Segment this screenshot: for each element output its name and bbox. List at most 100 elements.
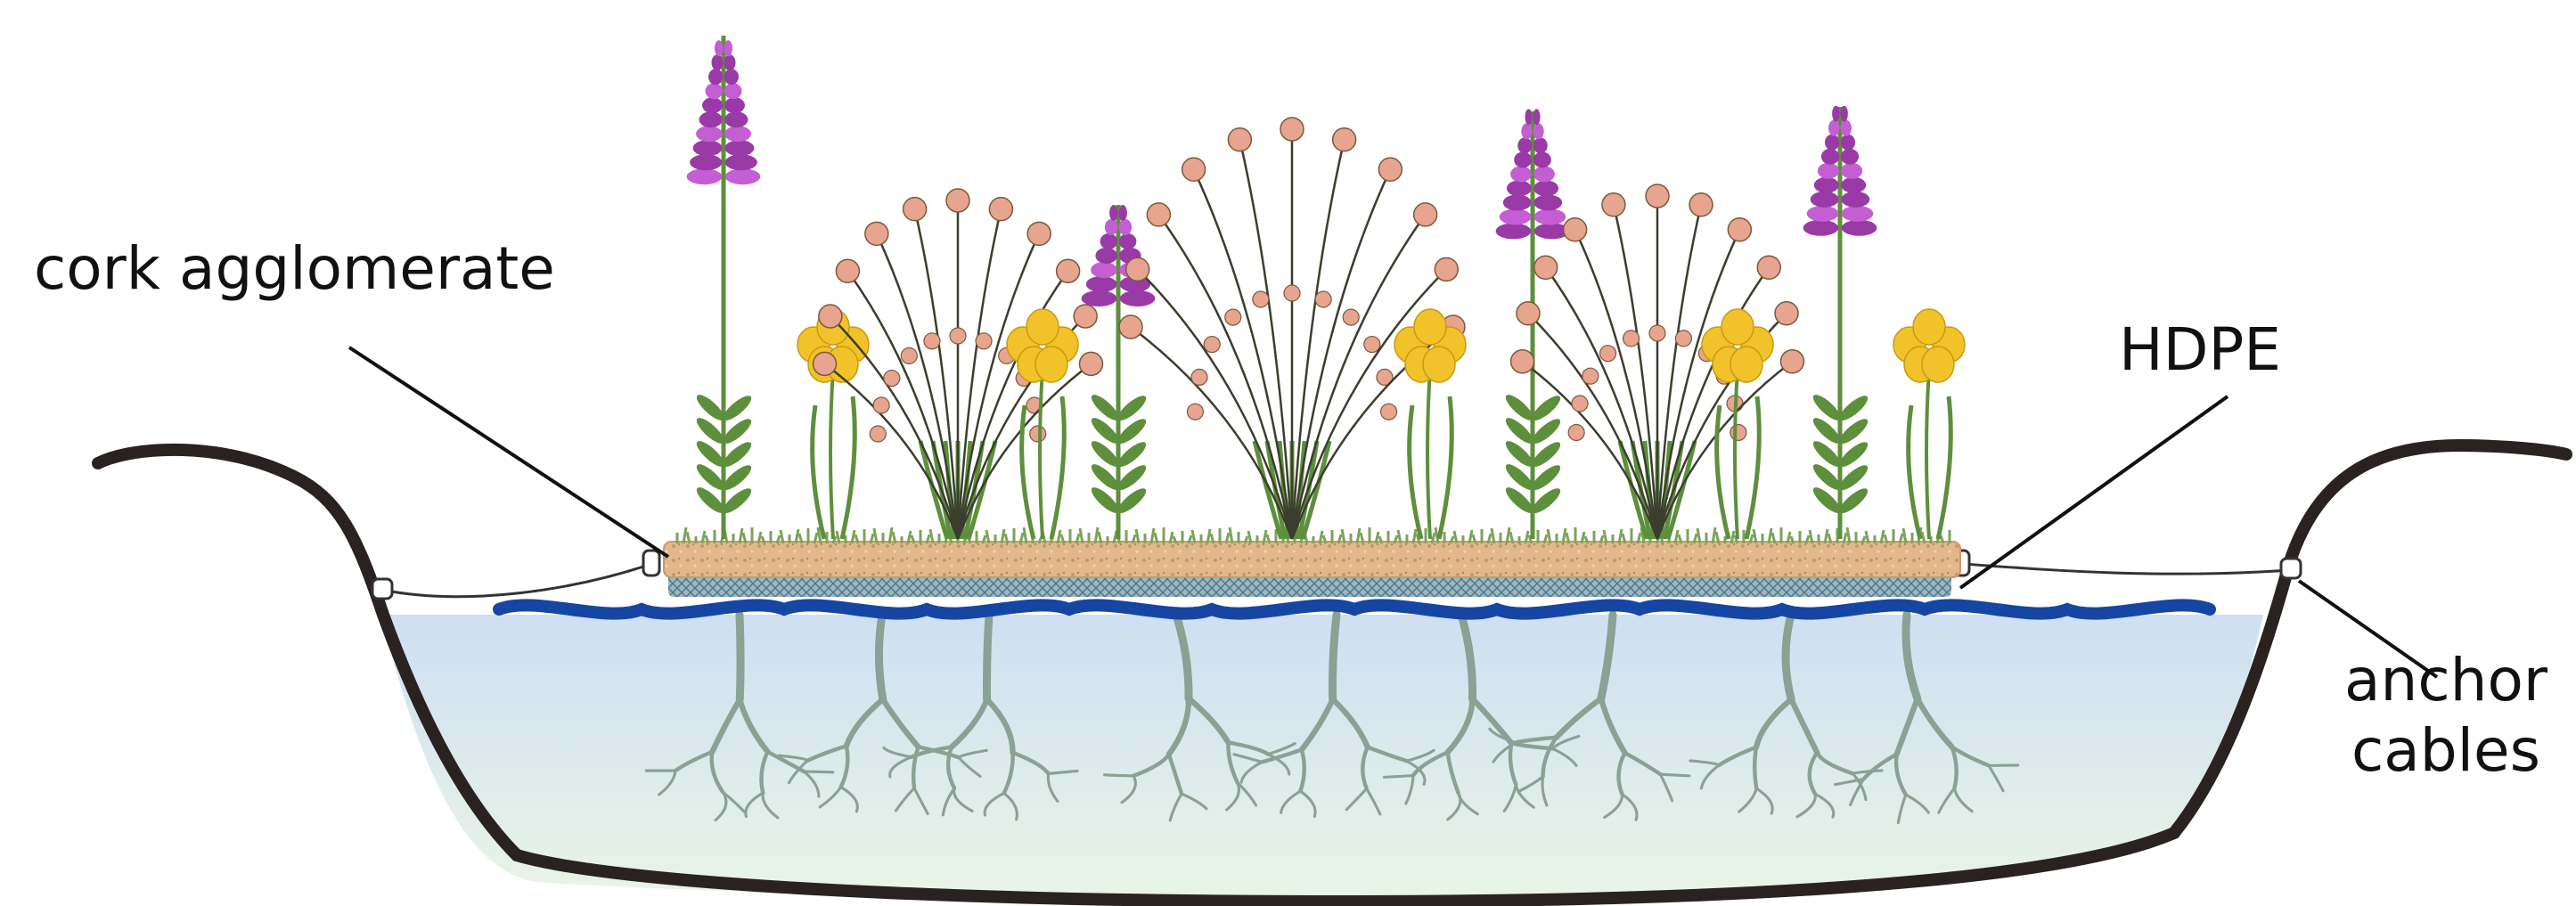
rush-seedhead — [1534, 256, 1558, 279]
lupin-flower — [1841, 120, 1852, 136]
rush-seedhead — [1381, 404, 1397, 420]
lupin-flower — [693, 140, 723, 156]
rush-seedhead — [1780, 350, 1803, 373]
label-hdpe: HDPE — [2119, 314, 2281, 385]
rush-seedhead — [1511, 350, 1534, 373]
lupin-flower — [1840, 106, 1847, 122]
cork-agglomerate-mat — [664, 542, 1960, 577]
rush-seedhead — [1315, 291, 1331, 307]
lupin-flower — [725, 168, 761, 184]
iris-petal — [1721, 309, 1754, 345]
rush-seedhead — [1414, 203, 1437, 226]
lupin-flower — [712, 54, 724, 70]
lupin-flower — [1533, 137, 1548, 153]
rush-seedhead — [1187, 404, 1203, 420]
water-surface-wave — [499, 605, 2210, 613]
rush-seedhead — [1027, 222, 1051, 245]
lupin-plant — [687, 36, 761, 539]
iris-petal — [1913, 309, 1945, 345]
rush-seedhead — [1074, 305, 1097, 328]
rush-seedhead — [1602, 193, 1625, 216]
lupin-flower — [724, 140, 754, 156]
root-branch — [804, 771, 833, 772]
lupin-flower — [1828, 120, 1839, 136]
rush-seedhead — [1728, 218, 1751, 241]
lupin-flower — [1100, 233, 1117, 249]
rush-seedhead — [1225, 309, 1241, 325]
label-anchor-cables: anchor cables — [2326, 645, 2566, 786]
iris-petal — [1423, 347, 1455, 382]
lupin-flower — [1832, 106, 1839, 122]
rush-seedhead — [1689, 193, 1713, 216]
rush-seedhead — [814, 352, 837, 375]
lupin-flower — [1841, 149, 1859, 165]
rush-seedhead — [1228, 128, 1251, 151]
lupin-flower — [1818, 163, 1839, 179]
lupin-flower — [1091, 262, 1117, 278]
rush-seedhead — [1057, 259, 1080, 282]
lupin-flower — [1120, 290, 1156, 306]
lupin-flower — [1533, 180, 1558, 196]
lupin-flower — [724, 83, 742, 99]
iris-plant — [1394, 309, 1466, 539]
lupin-flower — [1533, 123, 1544, 139]
rush-seedhead — [873, 397, 889, 413]
lupin-flower — [724, 40, 732, 56]
rush-seedhead — [901, 347, 917, 363]
rush-seedhead — [1623, 331, 1640, 347]
lupin-flower — [1525, 109, 1532, 125]
rush-seedhead — [1364, 337, 1380, 353]
lupin-flower — [1507, 180, 1532, 196]
lupin-flower — [1082, 290, 1117, 306]
lupin-flower — [1814, 177, 1839, 193]
lupin-flower — [708, 69, 723, 85]
cork-leader-line — [349, 347, 668, 557]
lupin-flower — [1803, 220, 1839, 236]
lupin-flower — [687, 168, 723, 184]
lupin-flower — [1510, 166, 1532, 182]
lupin-flower — [724, 111, 748, 127]
rush-seedhead — [1079, 352, 1102, 375]
lupin-flower — [724, 97, 745, 113]
rush-seedhead — [1582, 368, 1599, 384]
label-anchor-line2: cables — [2326, 715, 2566, 786]
lupin-flower — [699, 111, 723, 127]
lupin-flower — [1841, 163, 1862, 179]
rush-seedhead — [1435, 257, 1458, 281]
label-cork-agglomerate: cork agglomerate — [34, 233, 555, 304]
lupin-flower — [724, 54, 736, 70]
root-branch — [1754, 747, 1756, 789]
rush-seedhead — [1600, 346, 1616, 362]
rush-seedhead — [1517, 302, 1540, 325]
rush-seedhead — [819, 305, 842, 328]
rush-seedhead — [1564, 218, 1587, 241]
root-branch — [879, 615, 882, 699]
lupin-plant — [1803, 106, 1877, 539]
rush-seedhead — [1030, 426, 1046, 442]
rush-seedhead — [1675, 331, 1691, 347]
lupin-flower — [1533, 151, 1551, 167]
rush-seedhead — [1730, 424, 1746, 440]
lupin-flower — [1842, 220, 1877, 236]
lupin-flower — [1825, 135, 1839, 151]
rush-seedhead — [1757, 256, 1780, 279]
rush-seedhead — [884, 371, 900, 387]
lupin-flower — [1811, 192, 1839, 208]
lupin-flower — [1533, 194, 1562, 210]
rush-seedhead — [924, 333, 940, 349]
lupin-flower — [1514, 151, 1532, 167]
rush-seedhead — [1333, 128, 1356, 151]
rush-seedhead — [1646, 184, 1669, 208]
lupin-flower — [1503, 194, 1532, 210]
rush-seedhead — [1568, 424, 1584, 440]
lupin-flower — [696, 126, 723, 142]
lupin-flower — [1842, 206, 1874, 222]
root-branch — [1384, 776, 1413, 778]
rush-seedhead — [836, 259, 859, 282]
lupin-flower — [1105, 219, 1117, 235]
rush-seedhead — [950, 328, 966, 344]
root-branch — [1660, 774, 1689, 776]
rush-seedhead — [946, 189, 969, 212]
